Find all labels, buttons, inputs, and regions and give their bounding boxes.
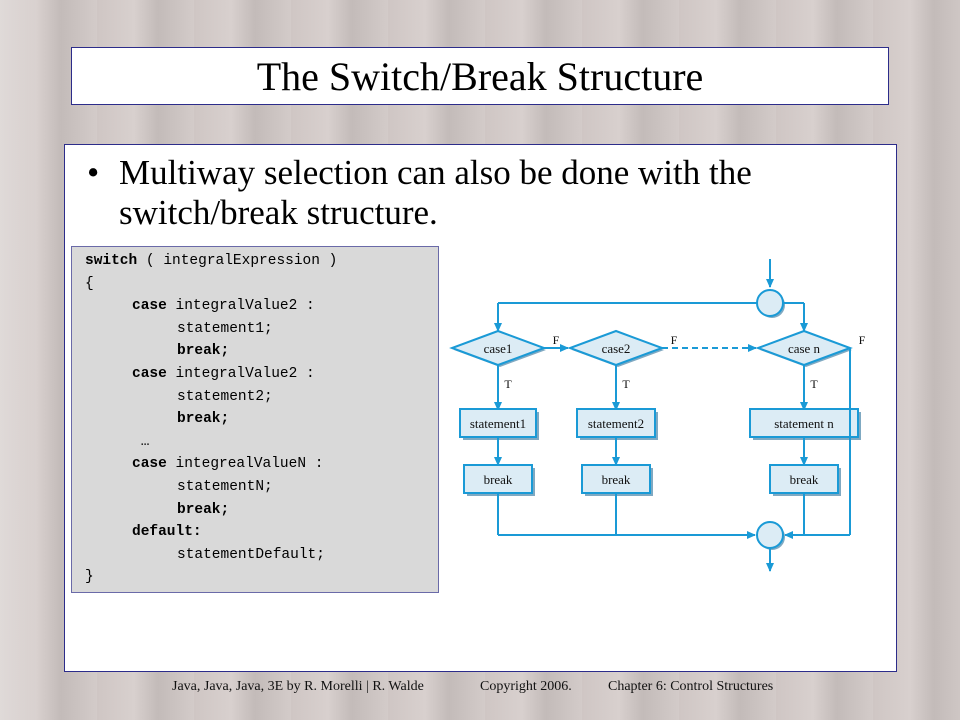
statement-label: statement n: [774, 416, 834, 431]
code-keyword: break;: [177, 411, 230, 428]
break-label: break: [790, 472, 819, 487]
statement-box: [459, 408, 537, 438]
bullet-text: Multiway selection can also be done with…: [119, 153, 752, 232]
code-line: statement1;: [177, 321, 273, 338]
statement-label: statement1: [470, 416, 526, 431]
code-line: statementN;: [177, 479, 273, 496]
code-text: statementDefault;: [177, 546, 325, 563]
true-label: T: [810, 377, 818, 391]
code-line: statementDefault;: [177, 547, 325, 564]
code-keyword: case: [132, 298, 167, 315]
code-text: statement1;: [177, 320, 273, 337]
code-keyword: switch: [85, 253, 138, 269]
code-text: integralValue2 :: [166, 298, 315, 315]
code-line: {: [85, 276, 94, 293]
footer-book: Java, Java, Java, 3E by R. Morelli | R. …: [172, 679, 424, 694]
decision-label: case2: [602, 341, 631, 356]
code-line: statement2;: [177, 389, 273, 406]
code-line: case integrealValueN :: [132, 456, 323, 473]
footer-chapter: Chapter 6: Control Structures: [608, 679, 774, 694]
content-box: • Multiway selection can also be done wi…: [64, 144, 897, 672]
code-line: switch ( integralExpression ): [85, 253, 337, 270]
code-line: case integralValue2 :: [132, 366, 315, 383]
code-line: default:: [132, 524, 202, 541]
break-box: [769, 464, 839, 494]
code-line: break;: [177, 502, 229, 519]
code-block: switch ( integralExpression ) { case integ…: [71, 246, 439, 593]
bullet-point: • Multiway selection can also be done wi…: [87, 153, 867, 233]
code-keyword: case: [132, 456, 167, 473]
code-line: }: [85, 569, 94, 586]
code-text: {: [85, 275, 94, 292]
true-label: T: [622, 377, 630, 391]
code-keyword: default:: [132, 524, 202, 541]
break-box: [463, 464, 533, 494]
start-connector: [756, 289, 784, 317]
slide-title: The Switch/Break Structure: [256, 53, 704, 99]
decision-label: case1: [484, 341, 513, 356]
code-line: break;: [177, 411, 229, 428]
bullet-icon: •: [87, 153, 100, 192]
code-line: break;: [177, 343, 229, 360]
statement-label: statement2: [588, 416, 644, 431]
false-label: F: [859, 333, 866, 347]
code-text: …: [132, 433, 150, 450]
code-line: case integralValue2 :: [132, 298, 315, 315]
code-keyword: break;: [177, 501, 230, 518]
code-line: …: [132, 433, 150, 451]
true-label: T: [504, 377, 512, 391]
code-text: }: [85, 569, 94, 586]
code-text: statement2;: [177, 388, 273, 405]
code-text: integralValue2 :: [166, 366, 315, 382]
decision-label: case n: [788, 341, 821, 356]
break-label: break: [484, 472, 513, 487]
code-text: ( integralExpression ): [137, 253, 338, 269]
false-label: F: [553, 333, 560, 347]
footer-copyright: Copyright 2006.: [480, 679, 572, 694]
title-box: The Switch/Break Structure: [71, 47, 889, 105]
code-text: statementN;: [177, 479, 273, 495]
break-label: break: [602, 472, 631, 487]
code-keyword: case: [132, 366, 167, 382]
code-keyword: break;: [177, 343, 230, 360]
false-label: F: [671, 333, 678, 347]
end-connector: [756, 521, 784, 549]
code-text: integrealValueN :: [166, 456, 324, 473]
statement-box: [576, 408, 656, 438]
